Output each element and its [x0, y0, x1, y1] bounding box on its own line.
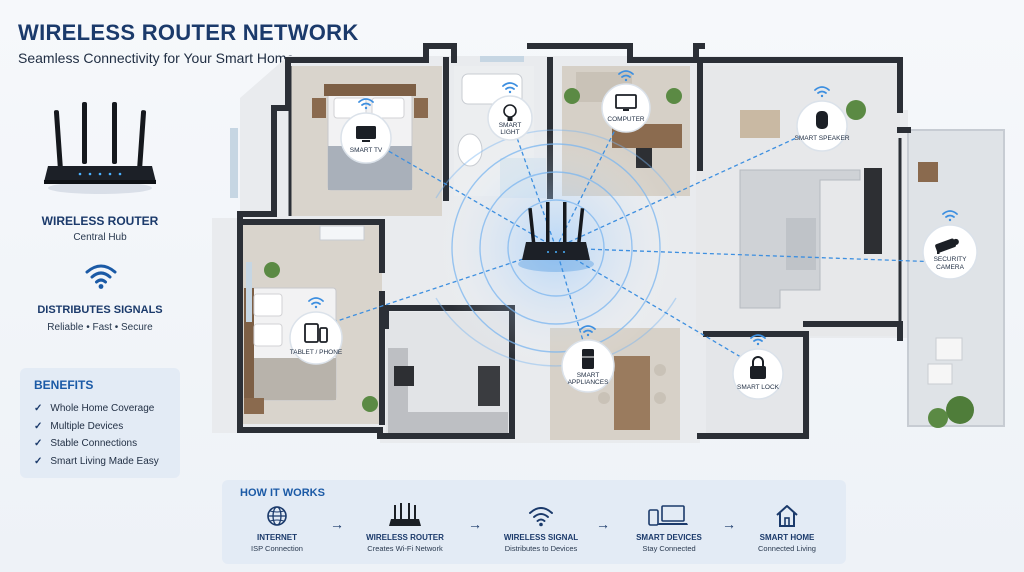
- stove: [394, 366, 414, 386]
- wifi-icon: [750, 334, 766, 346]
- step-subtitle: Stay Connected: [642, 544, 696, 553]
- benefit-item: ✓Multiple Devices: [34, 420, 124, 432]
- step-title: SMART DEVICES: [636, 533, 702, 542]
- wifi-icon: [358, 98, 374, 110]
- device-smart-speaker: SMART SPEAKER: [794, 86, 850, 152]
- benefits-title: BENEFITS: [34, 378, 94, 392]
- step-title: WIRELESS ROUTER: [366, 533, 444, 542]
- home-icon: [776, 505, 798, 527]
- devices-icon: [648, 505, 688, 526]
- plant: [564, 88, 580, 104]
- device-computer: COMPUTER: [601, 70, 651, 133]
- plant: [362, 396, 378, 412]
- step-title: INTERNET: [257, 533, 297, 542]
- how-it-works-panel: HOW IT WORKS INTERNET ISP Connection →: [222, 480, 846, 564]
- device-tablet-phone: TABLET / PHONE: [289, 297, 343, 365]
- step-subtitle: Connected Living: [758, 544, 816, 553]
- plant: [946, 396, 974, 424]
- label-security-camera-2: CAMERA: [936, 264, 964, 271]
- device-smart-appliances: SMART APPLIANCES: [561, 325, 615, 393]
- label-smart-speaker: SMART SPEAKER: [794, 135, 849, 142]
- step-smart-devices: SMART DEVICES Stay Connected: [614, 502, 724, 562]
- arrow-icon: →: [468, 516, 482, 532]
- label-smart-appliances-2: APPLIANCES: [568, 379, 609, 386]
- wifi-icon: [942, 210, 958, 222]
- check-icon: ✓: [34, 438, 43, 450]
- arrow-icon: →: [330, 516, 344, 532]
- benefit-item: ✓Stable Connections: [34, 438, 138, 450]
- label-smart-lock: SMART LOCK: [737, 384, 780, 391]
- wifi-icon: [502, 82, 518, 94]
- plant: [928, 408, 948, 428]
- router-icon: [389, 503, 421, 526]
- window: [230, 128, 238, 198]
- wifi-icon: [85, 264, 117, 289]
- nightstand: [244, 398, 264, 414]
- label-security-camera: SECURITY: [934, 256, 968, 263]
- step-title: SMART HOME: [759, 533, 815, 542]
- arrow-icon: →: [596, 516, 610, 532]
- step-title: WIRELESS SIGNAL: [503, 533, 579, 542]
- plant: [846, 100, 866, 120]
- thin-walls: [288, 66, 902, 324]
- wifi-icon: [308, 297, 324, 309]
- device-smart-lock: SMART LOCK: [732, 334, 784, 400]
- router-title: WIRELESS ROUTER: [41, 214, 159, 228]
- window: [480, 56, 524, 62]
- step-internet: INTERNET ISP Connection: [222, 502, 332, 562]
- dining-table: [614, 356, 650, 430]
- globe-icon: [267, 506, 287, 526]
- step-subtitle: Distributes to Devices: [504, 544, 578, 553]
- device-smart-light: SMART LIGHT: [487, 82, 533, 141]
- how-it-works-title: HOW IT WORKS: [240, 487, 325, 499]
- wifi-icon: [529, 507, 553, 527]
- router-subtitle: Central Hub: [73, 232, 127, 243]
- benefits-panel: BENEFITS ✓Whole Home Coverage ✓Multiple …: [20, 368, 180, 478]
- label-smart-appliances: SMART: [577, 372, 600, 379]
- check-icon: ✓: [34, 420, 43, 432]
- balcony-table: [918, 162, 938, 182]
- distributes-title: DISTRIBUTES SIGNALS: [37, 304, 163, 316]
- wifi-icon: [580, 325, 596, 337]
- benefits-list: ✓Whole Home Coverage ✓Multiple Devices ✓…: [34, 400, 159, 470]
- wifi-icon: [618, 70, 634, 82]
- arrow-icon: →: [722, 516, 736, 532]
- armchair: [740, 110, 780, 138]
- page-title: WIRELESS ROUTER NETWORK: [18, 20, 359, 45]
- plant: [666, 88, 682, 104]
- window: [319, 225, 365, 241]
- device-smart-tv: SMART TV: [340, 98, 392, 164]
- step-subtitle: Creates Wi-Fi Network: [367, 544, 443, 553]
- check-icon: ✓: [34, 455, 43, 467]
- distributes-subtitle: Reliable • Fast • Secure: [47, 322, 153, 333]
- check-icon: ✓: [34, 403, 43, 415]
- balcony-chair: [935, 337, 963, 361]
- plant: [264, 262, 280, 278]
- benefit-item: ✓Smart Living Made Easy: [34, 455, 159, 467]
- floor-plan: SMART TV SMART LIGHT COMPUTER: [212, 43, 1005, 443]
- coffee-table: [786, 218, 816, 270]
- step-smart-home: SMART HOME Connected Living: [732, 502, 842, 562]
- page-subtitle: Seamless Connectivity for Your Smart Hom…: [18, 50, 295, 66]
- signal-lines: [315, 107, 941, 367]
- device-security-camera: SECURITY CAMERA: [922, 210, 978, 280]
- label-computer: COMPUTER: [607, 116, 645, 123]
- label-smart-light-2: LIGHT: [500, 129, 519, 136]
- signal-rings: [435, 129, 677, 367]
- router-illustration: [44, 102, 156, 194]
- step-wireless-router: WIRELESS ROUTER Creates Wi-Fi Network: [350, 502, 460, 562]
- label-smart-light: SMART: [499, 122, 522, 129]
- nightstand: [312, 98, 326, 118]
- fridge: [478, 366, 500, 406]
- label-tablet-phone: TABLET / PHONE: [290, 349, 343, 356]
- window: [246, 262, 252, 322]
- wifi-icon: [814, 86, 830, 98]
- label-smart-tv: SMART TV: [350, 147, 383, 154]
- step-wireless-signal: WIRELESS SIGNAL Distributes to Devices: [486, 502, 596, 562]
- central-router: [518, 202, 594, 272]
- benefit-item: ✓Whole Home Coverage: [34, 403, 155, 415]
- step-subtitle: ISP Connection: [251, 544, 303, 553]
- tv-stand: [864, 168, 882, 254]
